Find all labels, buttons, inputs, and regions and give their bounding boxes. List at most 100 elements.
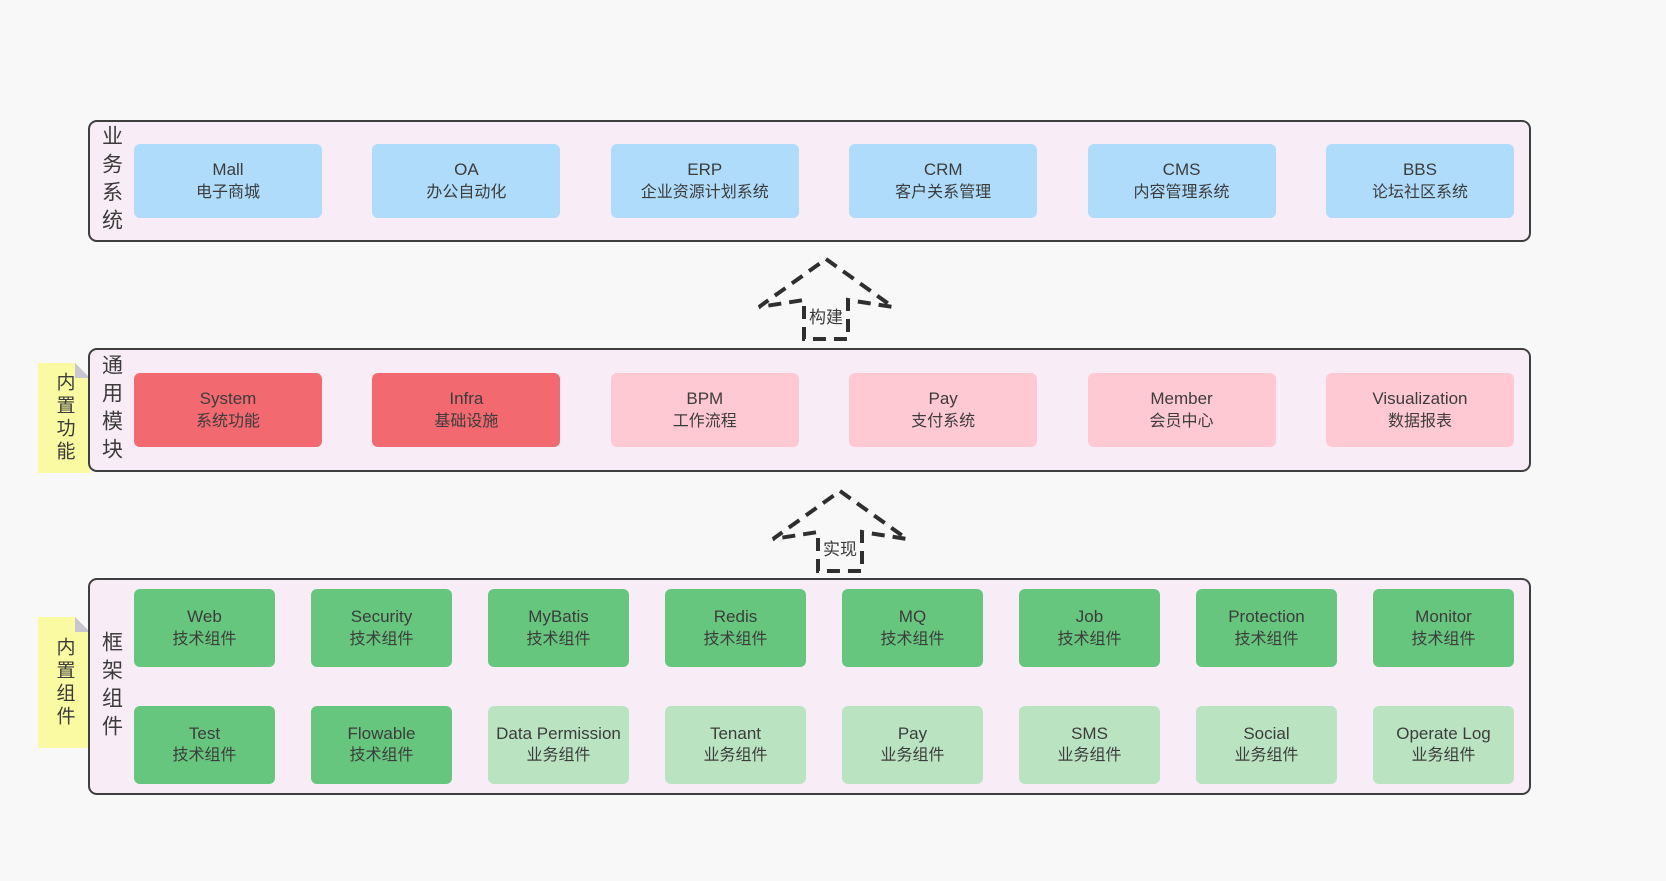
framework-box-security: Security 技术组件: [311, 589, 452, 668]
box-subtitle: 会员中心: [1149, 412, 1214, 430]
box-subtitle: 技术组件: [1234, 630, 1299, 648]
box-subtitle: 支付系统: [911, 412, 976, 430]
section-side-label: 业务系统: [90, 122, 132, 240]
box-subtitle: 业务组件: [703, 747, 768, 765]
module-box-bpm: BPM 工作流程: [610, 373, 799, 447]
box-subtitle: 办公自动化: [426, 183, 507, 201]
sticky-tab-built-in-components: 内置组件: [38, 617, 90, 748]
box-subtitle: 业务组件: [1411, 747, 1476, 765]
box-subtitle: 技术组件: [349, 747, 414, 765]
business-box-row: Mall 电子商城 OA 办公自动化 ERP 企业资源计划系统 CRM 客户关系管理 CMS 内容…: [132, 122, 1529, 240]
dashed-up-arrow-build: 构建: [756, 256, 896, 342]
box-title: SMS: [1071, 723, 1108, 743]
box-subtitle: 内容管理系统: [1133, 183, 1230, 201]
box-title: Pay: [928, 388, 958, 408]
box-title: Job: [1075, 607, 1104, 627]
box-subtitle: 数据报表: [1387, 412, 1452, 430]
box-title: Mall: [212, 159, 244, 179]
box-title: OA: [454, 159, 479, 179]
business-box-mall: Mall 电子商城: [134, 144, 322, 218]
box-title: BPM: [686, 388, 724, 408]
sticky-tab-label: 内置组件: [53, 636, 75, 729]
box-subtitle: 业务组件: [1234, 747, 1299, 765]
arrow-label-implement: 实现: [820, 534, 860, 561]
framework-box-data-permission: Data Permission 业务组件: [488, 705, 629, 784]
box-title: Member: [1150, 388, 1213, 408]
arrow-label-build: 构建: [806, 302, 846, 329]
framework-box-job: Job 技术组件: [1019, 589, 1160, 668]
module-box-visualization: Visualization 数据报表: [1325, 373, 1514, 447]
box-title: Security: [350, 607, 413, 627]
section-side-label: 通用模块: [90, 350, 132, 470]
box-subtitle: 业务组件: [880, 747, 945, 765]
section-label-text: 通用模块: [99, 354, 123, 466]
framework-box-mq: MQ 技术组件: [842, 589, 983, 668]
box-title: Monitor: [1415, 607, 1472, 627]
framework-box-social: Social 业务组件: [1196, 705, 1337, 784]
framework-box-flowable: Flowable 技术组件: [311, 705, 452, 784]
box-subtitle: 技术组件: [1411, 630, 1476, 648]
box-title: Social: [1243, 723, 1290, 743]
box-title: Protection: [1228, 607, 1305, 627]
box-title: Data Permission: [496, 723, 621, 743]
box-subtitle: 业务组件: [526, 747, 591, 765]
business-box-crm: CRM 客户关系管理: [849, 144, 1038, 218]
module-box-system: System 系统功能: [134, 373, 322, 447]
framework-box-operate-log: Operate Log 业务组件: [1373, 705, 1514, 784]
module-box-member: Member 会员中心: [1087, 373, 1276, 447]
sticky-tab-built-in-features: 内置功能: [38, 363, 90, 473]
sticky-tab-label: 内置功能: [53, 372, 75, 464]
box-title: MQ: [898, 607, 927, 627]
box-subtitle: 工作流程: [672, 412, 737, 430]
box-title: MyBatis: [528, 607, 589, 627]
box-subtitle: 技术组件: [880, 630, 945, 648]
box-title: Test: [188, 723, 221, 743]
framework-box-monitor: Monitor 技术组件: [1373, 589, 1514, 668]
box-subtitle: 系统功能: [195, 412, 260, 430]
box-subtitle: 客户关系管理: [895, 183, 992, 201]
section-label-text: 业务系统: [99, 125, 123, 237]
section-label-text: 框架组件: [99, 630, 123, 743]
box-title: Tenant: [709, 723, 762, 743]
framework-box-tenant: Tenant 业务组件: [665, 705, 806, 784]
box-title: CMS: [1162, 159, 1201, 179]
box-title: System: [199, 388, 257, 408]
box-subtitle: 论坛社区系统: [1371, 183, 1468, 201]
module-box-pay: Pay 支付系统: [849, 373, 1038, 447]
box-title: Flowable: [347, 723, 416, 743]
framework-box-web: Web 技术组件: [134, 589, 275, 668]
box-subtitle: 技术组件: [1057, 630, 1122, 648]
box-subtitle: 技术组件: [349, 630, 414, 648]
box-title: Web: [187, 607, 222, 627]
box-title: ERP: [687, 159, 723, 179]
box-subtitle: 技术组件: [172, 747, 237, 765]
box-title: Infra: [449, 388, 484, 408]
box-title: Operate Log: [1396, 723, 1491, 743]
framework-box-sms: SMS 业务组件: [1019, 705, 1160, 784]
box-title: CRM: [923, 159, 963, 179]
business-box-erp: ERP 企业资源计划系统: [610, 144, 799, 218]
box-title: Pay: [897, 723, 928, 743]
business-box-cms: CMS 内容管理系统: [1087, 144, 1276, 218]
dashed-up-arrow-implement: 实现: [770, 488, 910, 574]
box-subtitle: 电子商城: [195, 183, 260, 201]
box-subtitle: 技术组件: [172, 630, 237, 648]
box-subtitle: 业务组件: [1057, 747, 1122, 765]
box-subtitle: 技术组件: [526, 630, 591, 648]
box-subtitle: 企业资源计划系统: [640, 183, 769, 201]
section-business-systems: 业务系统 Mall 电子商城 OA 办公自动化 ERP 企业资源计划系统 CRM 客户关系管理…: [88, 120, 1531, 242]
box-title: Visualization: [1372, 388, 1468, 408]
up-arrow-icon: [771, 488, 909, 573]
framework-box-pay: Pay 业务组件: [842, 705, 983, 784]
box-title: BBS: [1402, 159, 1437, 179]
framework-box-mybatis: MyBatis 技术组件: [488, 589, 629, 668]
section-framework-components: 框架组件 Web 技术组件 Security 技术组件 MyBatis 技术组件 Redis…: [88, 578, 1531, 795]
up-arrow-icon: [757, 256, 895, 341]
